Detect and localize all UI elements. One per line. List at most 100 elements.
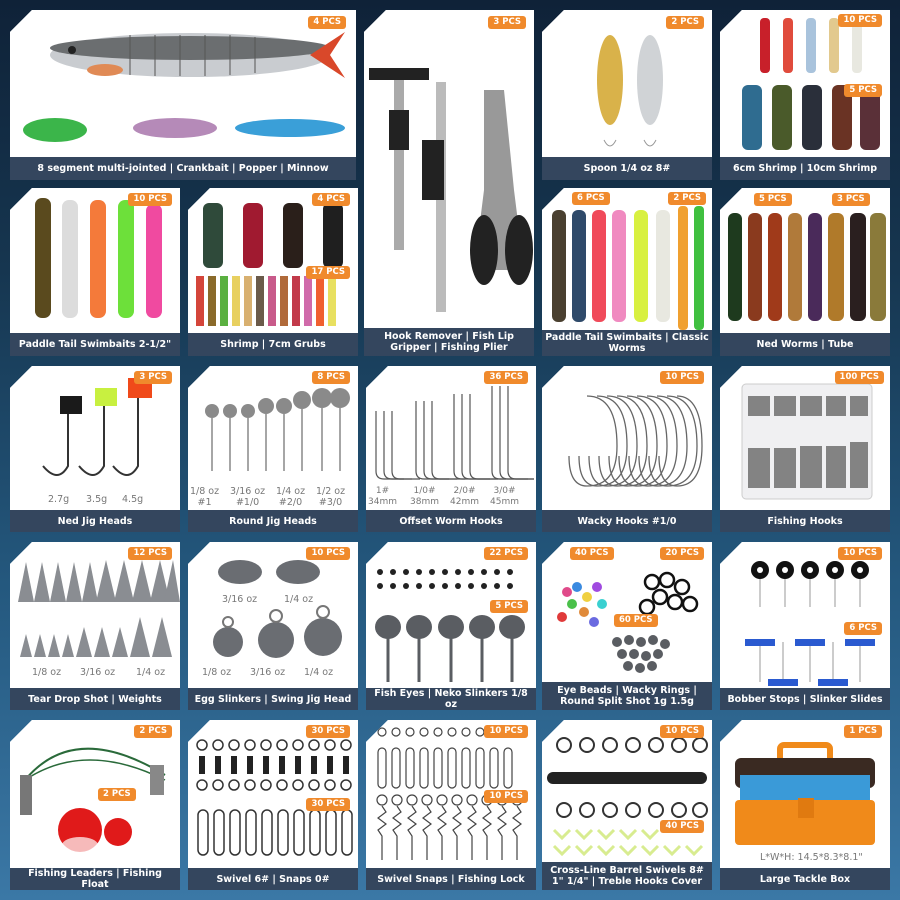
card-caption: Ned Jig Heads xyxy=(10,510,180,532)
pcs-badge: 2 PCS xyxy=(98,788,136,801)
card-caption: Paddle Tail Swimbaits | Classic Worms xyxy=(542,330,712,356)
card-shrimp-grubs: 4 PCS 17 PCS Shrimp | 7cm Grubs xyxy=(188,188,358,356)
card-paddle-tail-swimbaits: 10 PCS Paddle Tail Swimbaits 2-1/2" xyxy=(10,188,180,356)
pcs-badge: 3 PCS xyxy=(134,371,172,384)
fish-eyes-illustration xyxy=(375,569,525,682)
card-caption: Bobber Stops | Slinker Slides xyxy=(720,688,890,710)
swivels-illustration xyxy=(196,739,353,856)
pcs-badge: 10 PCS xyxy=(838,547,882,560)
card-caption: Fishing Hooks xyxy=(720,510,890,532)
size-label: 2.7g xyxy=(48,494,70,505)
size-label: L*W*H: 14.5*8.3*8.1" xyxy=(760,852,863,863)
card-swivel-snaps-lock: 10 PCS 10 PCS Swivel Snaps | Fishing Loc… xyxy=(366,720,536,890)
card-caption: Egg Slinkers | Swing Jig Head xyxy=(188,688,358,710)
pcs-badge: 2 PCS xyxy=(668,192,706,205)
pcs-badge: 2 PCS xyxy=(134,725,172,738)
card-caption: Fishing Leaders | Fishing Float xyxy=(10,868,180,890)
beads-rings-illustration xyxy=(557,571,699,673)
card-tools: 3 PCS Hook Remover | Fish Lip Gripper | … xyxy=(364,10,534,356)
card-caption: Swivel 6# | Snaps 0# xyxy=(188,868,358,890)
size-label: 3/0# 45mm xyxy=(490,486,519,507)
pcs-badge: 3 PCS xyxy=(488,16,526,29)
pcs-badge: 5 PCS xyxy=(490,600,528,613)
pcs-badge: 10 PCS xyxy=(484,725,528,738)
card-egg-slinkers: 10 PCS 3/16 oz 1/4 oz 1/8 oz 3/16 oz 1/4… xyxy=(188,542,358,710)
card-bobber-stops: 10 PCS 6 PCS Bobber Stops | Slinker Slid… xyxy=(720,542,890,710)
card-caption: Swivel Snaps | Fishing Lock xyxy=(366,868,536,890)
card-large-tackle-box: 1 PCS L*W*H: 14.5*8.3*8.1" Large Tackle … xyxy=(720,720,890,890)
size-label: 1/2 oz #3/0 xyxy=(316,486,346,508)
card-wacky-hooks: 10 PCS Wacky Hooks #1/0 xyxy=(542,366,712,532)
pcs-badge: 40 PCS xyxy=(660,820,704,833)
shrimp-illustration xyxy=(742,18,880,150)
pcs-badge: 20 PCS xyxy=(660,547,704,560)
pcs-badge: 1 PCS xyxy=(844,725,882,738)
offset-hooks-illustration xyxy=(375,386,534,480)
pcs-badge: 5 PCS xyxy=(754,193,792,206)
card-caption: Wacky Hooks #1/0 xyxy=(542,510,712,532)
grubs-illustration xyxy=(196,203,343,326)
size-label: 2/0# 42mm xyxy=(450,486,479,507)
size-label: 1/4 oz xyxy=(136,667,166,678)
pcs-badge: 6 PCS xyxy=(572,192,610,205)
barrel-swivels-illustration xyxy=(547,737,708,857)
card-fishing-hooks: 100 PCS Fishing Hooks xyxy=(720,366,890,532)
pcs-badge: 8 PCS xyxy=(312,371,350,384)
card-caption: Fish Eyes | Neko Slinkers 1/8 oz xyxy=(366,688,536,710)
card-shrimp: 10 PCS 5 PCS 6cm Shrimp | 10cm Shrimp xyxy=(720,10,890,180)
pcs-badge: 17 PCS xyxy=(306,266,350,279)
size-label: 1/4 oz xyxy=(304,667,334,678)
card-barrel-swivels: 10 PCS 40 PCS Cross-Line Barrel Swivels … xyxy=(542,720,712,890)
worms-illustration xyxy=(552,206,704,330)
pcs-badge: 4 PCS xyxy=(312,193,350,206)
card-ned-jig-heads: 3 PCS 2.7g 3.5g 4.5g Ned Jig Heads xyxy=(10,366,180,532)
size-label: 1/4 oz #2/0 xyxy=(276,486,306,508)
card-caption: Eye Beads | Wacky Rings | Round Split Sh… xyxy=(542,682,712,710)
size-label: 3/16 oz xyxy=(80,667,116,678)
card-caption: Cross-Line Barrel Swivels 8# 1" 1/4" | T… xyxy=(542,862,712,890)
size-label: 1/4 oz xyxy=(284,594,314,605)
card-round-jig-heads: 8 PCS 1/8 oz #1 3/16 oz #1/0 1/4 oz #2/0… xyxy=(188,366,358,532)
pcs-badge: 10 PCS xyxy=(660,725,704,738)
pcs-badge: 10 PCS xyxy=(484,790,528,803)
pcs-badge: 10 PCS xyxy=(306,547,350,560)
card-caption: Shrimp | 7cm Grubs xyxy=(188,333,358,356)
card-caption: Ned Worms | Tube xyxy=(720,333,890,356)
size-label: 1/0# 38mm xyxy=(410,486,439,507)
card-caption: Round Jig Heads xyxy=(188,510,358,532)
size-label: 3/16 oz xyxy=(222,594,258,605)
card-fish-eyes-neko: 22 PCS 5 PCS Fish Eyes | Neko Slinkers 1… xyxy=(366,542,536,710)
ned-worms-illustration xyxy=(728,213,886,321)
size-label: 3.5g xyxy=(86,494,108,505)
wacky-hooks-illustration xyxy=(568,395,703,487)
card-caption: 6cm Shrimp | 10cm Shrimp xyxy=(720,157,890,180)
spoon-illustration xyxy=(597,35,663,147)
pcs-badge: 12 PCS xyxy=(128,547,172,560)
card-caption: Spoon 1/4 oz 8# xyxy=(542,157,712,180)
tools-illustration xyxy=(369,68,533,312)
pcs-badge: 10 PCS xyxy=(660,371,704,384)
card-caption: Hook Remover | Fish Lip Gripper | Fishin… xyxy=(364,328,534,356)
card-spoon: 2 PCS Spoon 1/4 oz 8# xyxy=(542,10,712,180)
card-paddle-tail-worms: 6 PCS 2 PCS Paddle Tail Swimbaits | Clas… xyxy=(542,188,712,356)
pcs-badge: 30 PCS xyxy=(306,725,350,738)
pcs-badge: 22 PCS xyxy=(484,547,528,560)
bobber-stops-illustration xyxy=(745,561,875,686)
card-caption: 8 segment multi-jointed | Crankbait | Po… xyxy=(10,157,356,180)
pcs-badge: 30 PCS xyxy=(306,798,350,811)
card-caption: Paddle Tail Swimbaits 2-1/2" xyxy=(10,333,180,356)
pcs-badge: 2 PCS xyxy=(666,16,704,29)
card-ned-worms-tube: 5 PCS 3 PCS Ned Worms | Tube xyxy=(720,188,890,356)
pcs-badge: 10 PCS xyxy=(838,14,882,27)
card-multi-jointed-lures: 4 PCS 8 segment multi-jointed | Crankbai… xyxy=(10,10,356,180)
card-eye-beads-rings: 40 PCS 20 PCS 60 PCS Eye Beads | Wacky R… xyxy=(542,542,712,710)
pcs-badge: 60 PCS xyxy=(614,614,658,627)
size-label: 4.5g xyxy=(122,494,144,505)
ned-jig-illustration xyxy=(42,378,152,476)
pcs-badge: 100 PCS xyxy=(834,371,884,384)
leaders-float-illustration xyxy=(20,747,166,853)
tear-drop-illustration xyxy=(18,560,180,657)
pcs-badge: 40 PCS xyxy=(570,547,614,560)
card-tear-drop-shot: 12 PCS 1/8 oz 3/16 oz 1/4 oz Tear Drop S… xyxy=(10,542,180,710)
size-label: 3/16 oz #1/0 xyxy=(230,486,266,508)
